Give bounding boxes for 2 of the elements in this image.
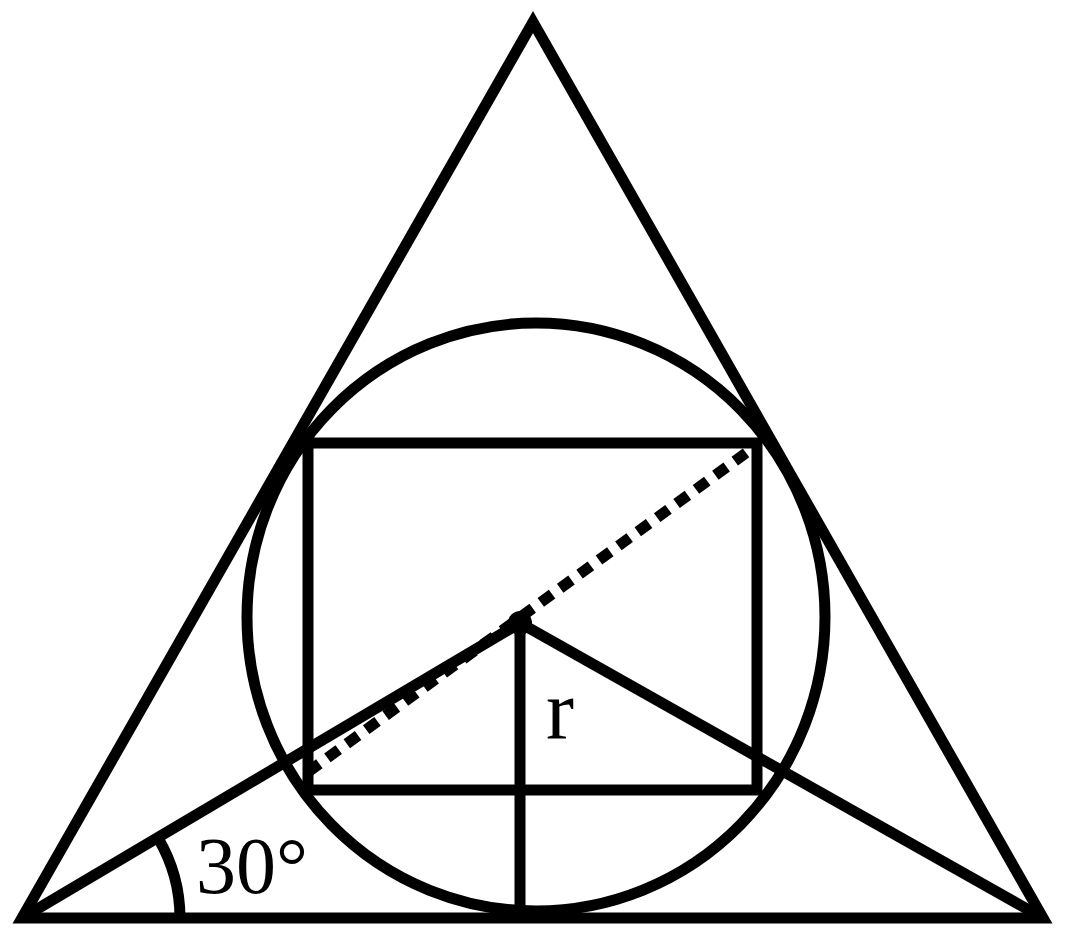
angle-label: 30° [196,826,308,906]
radius-label: r [546,668,574,752]
